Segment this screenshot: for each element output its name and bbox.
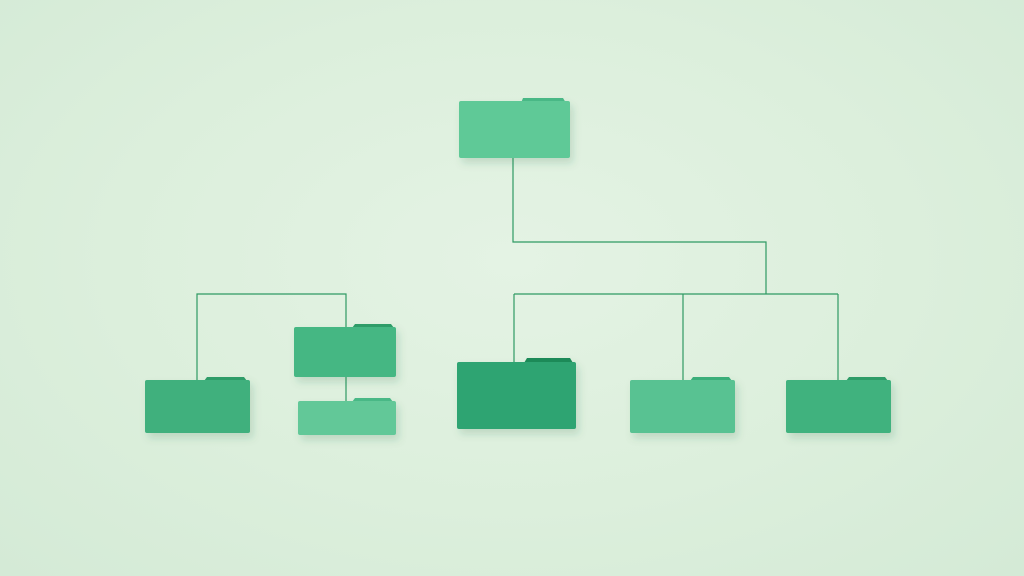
- folder-icon[interactable]: [298, 398, 396, 435]
- folder-icon[interactable]: [786, 377, 891, 433]
- connector-lines: [196, 157, 839, 402]
- connector-left-bar: [196, 293, 347, 382]
- folder-icon[interactable]: [459, 98, 570, 158]
- connector-root-to-right-parent: [512, 157, 767, 294]
- folder-icon[interactable]: [294, 324, 396, 377]
- folder-icon[interactable]: [457, 358, 576, 429]
- folder-icon[interactable]: [630, 377, 735, 433]
- folder-icon[interactable]: [145, 377, 250, 433]
